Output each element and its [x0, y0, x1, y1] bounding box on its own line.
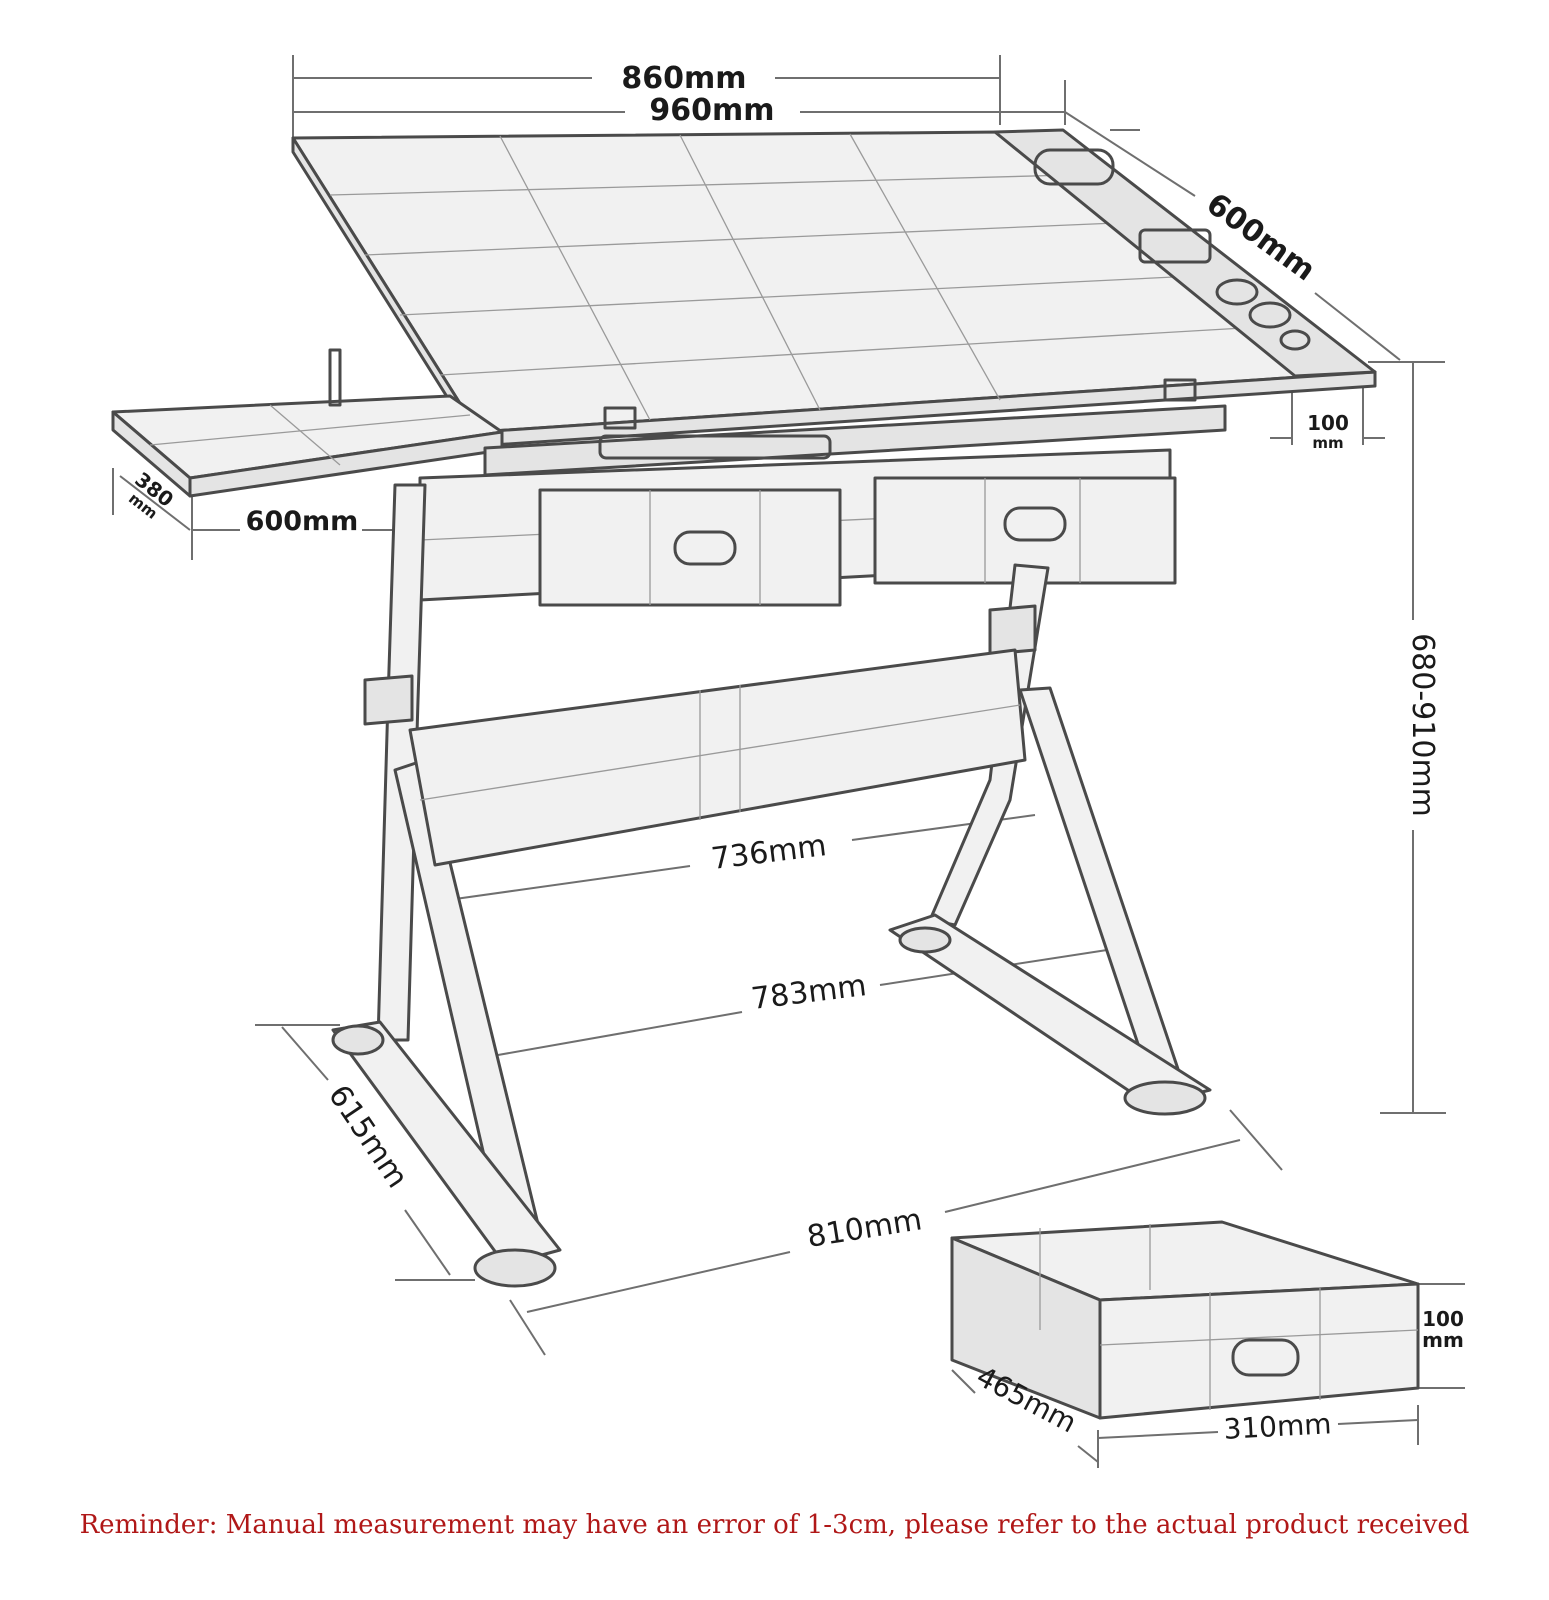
label-outer-base-width: 810mm — [805, 1202, 925, 1255]
crossbar — [408, 648, 1027, 867]
reminder-note: Reminder: Manual measurement may have an… — [79, 1510, 1470, 1540]
label-drawer-height: 100 — [1422, 1307, 1464, 1331]
drawer-detail — [950, 1220, 1420, 1420]
label-top-width-outer: 960mm — [649, 93, 774, 128]
label-side-shelf-width: 600mm — [246, 506, 359, 537]
label-crossbar-width: 736mm — [709, 828, 828, 877]
label-drawer-width: 310mm — [1223, 1407, 1333, 1446]
drawer-detail-handle — [1231, 1338, 1300, 1377]
drafting-table — [111, 128, 1377, 1288]
right-leg — [928, 563, 1050, 927]
drawer-handle-left — [673, 530, 737, 566]
label-drawer-height-unit: mm — [1422, 1328, 1464, 1352]
label-top-width-inner: 860mm — [621, 61, 746, 96]
drawer-handle-right — [1003, 506, 1067, 542]
pen-tray — [993, 128, 1377, 378]
label-tray-unit: mm — [1312, 434, 1343, 452]
base-foot-right — [888, 913, 1212, 1107]
label-height-range: 680-910mm — [1405, 633, 1440, 817]
label-tray-depth: 100 — [1307, 411, 1349, 435]
base-foot-left — [331, 1020, 562, 1267]
label-inner-base-width: 783mm — [749, 968, 868, 1017]
